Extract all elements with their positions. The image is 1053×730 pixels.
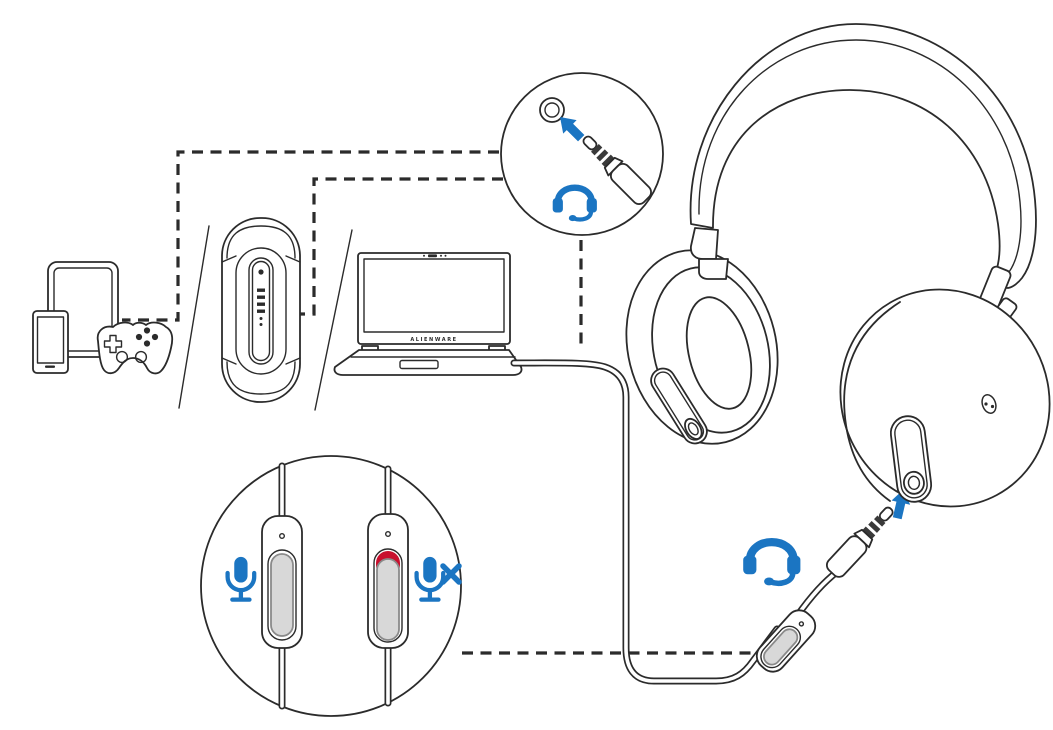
inset-circle [500,72,664,236]
laptop-brand-label: ALIENWARE [410,337,457,343]
headset-drawing [625,23,1051,508]
mute-slider[interactable] [376,558,400,641]
game-controller [96,321,174,375]
right-ear-cup [839,288,1051,508]
remote-mic-on [261,462,303,710]
divider-line [178,225,210,409]
remote-mic-muted [367,465,409,707]
inline-remote-inset [200,455,462,717]
audio-port [539,97,565,123]
headset-cable [510,359,914,685]
console-ring [235,247,287,375]
dpad [103,334,123,354]
laptop-screen [357,252,511,345]
button [143,327,151,334]
mute-slider[interactable] [761,626,801,668]
alien-head-icon [258,269,264,275]
button [151,333,159,341]
slider-groove [267,549,297,641]
gaming-console [221,217,301,403]
webcam-marks [423,254,447,258]
smartphone [32,310,69,374]
right-mic-flap [889,415,933,503]
button [135,333,143,341]
laptop: ALIENWARE [333,252,523,376]
alienware-logo [981,394,997,414]
route-console-to-jack [297,177,503,316]
left-mic-flap [650,367,708,445]
mute-slider[interactable] [270,553,294,637]
trackpad [399,359,439,370]
mobile-device-group [32,261,174,375]
thumbstick [134,350,148,364]
headband [689,23,1037,289]
left-hinge [690,227,729,280]
remote-led [279,533,286,540]
dashed-routes [122,150,758,655]
divider-line [314,229,353,411]
mute-x-icon [440,563,462,585]
console-slot [248,257,274,365]
laptop-base [333,349,523,376]
remote-led [385,531,392,538]
slider-groove [373,548,403,643]
thumbstick [115,350,129,364]
console-io-marks [257,288,265,326]
inline-remote [755,609,817,673]
button [143,340,151,347]
audio-port [903,470,925,495]
jack-inset [500,72,664,236]
